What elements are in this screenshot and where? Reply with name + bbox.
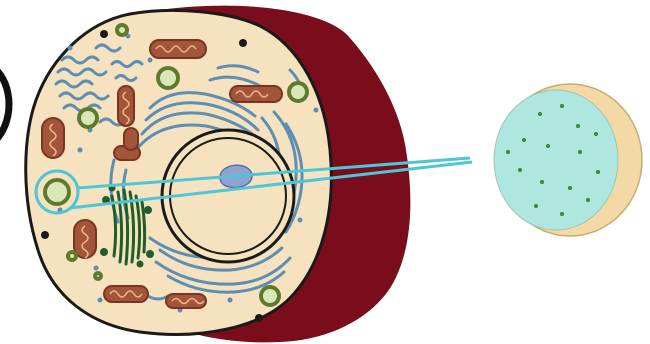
mitochondrion — [104, 286, 148, 302]
left-edge-arc — [0, 65, 9, 140]
mitochondrion — [166, 294, 206, 308]
vesicle — [95, 273, 101, 279]
vesicle — [261, 287, 279, 305]
mitochondrion — [150, 40, 206, 58]
vesicle — [289, 83, 307, 101]
vesicle — [68, 252, 76, 260]
zoomed-organelle — [494, 84, 642, 236]
mitochondrion — [124, 128, 138, 150]
vesicle — [117, 25, 127, 35]
mitochondrion — [42, 118, 64, 158]
mitochondrion — [230, 86, 282, 102]
mitochondrion — [74, 220, 96, 258]
vesicle — [158, 68, 178, 88]
mitochondrion — [118, 86, 134, 126]
vesicle — [79, 109, 97, 127]
